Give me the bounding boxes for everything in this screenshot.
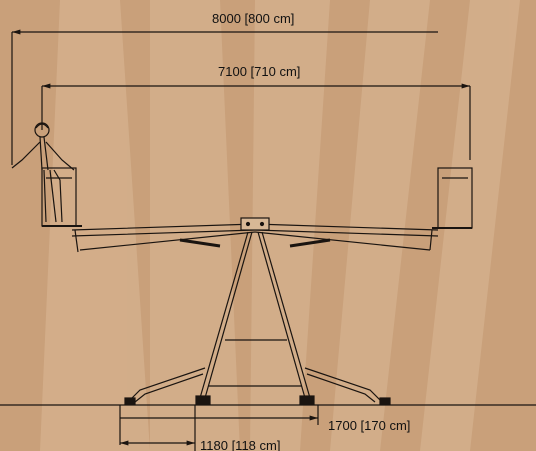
a-frame-right-leg xyxy=(257,231,306,399)
a-frame-left-leg xyxy=(204,231,253,399)
dim-overall-label: 8000 [800 cm] xyxy=(212,11,294,26)
beam-brace-right xyxy=(254,231,431,251)
beam-brace-left xyxy=(79,231,256,251)
seesaw-structure xyxy=(11,29,473,451)
person-figure xyxy=(11,122,75,223)
dim-platform-label: 7100 [710 cm] xyxy=(218,64,300,79)
dim-base-width-label: 1700 [170 cm] xyxy=(328,418,410,433)
outrigger-right xyxy=(304,367,383,403)
dim-foot-spacing-label: 1180 [118 cm] xyxy=(200,438,280,451)
pivot-head xyxy=(240,217,270,231)
